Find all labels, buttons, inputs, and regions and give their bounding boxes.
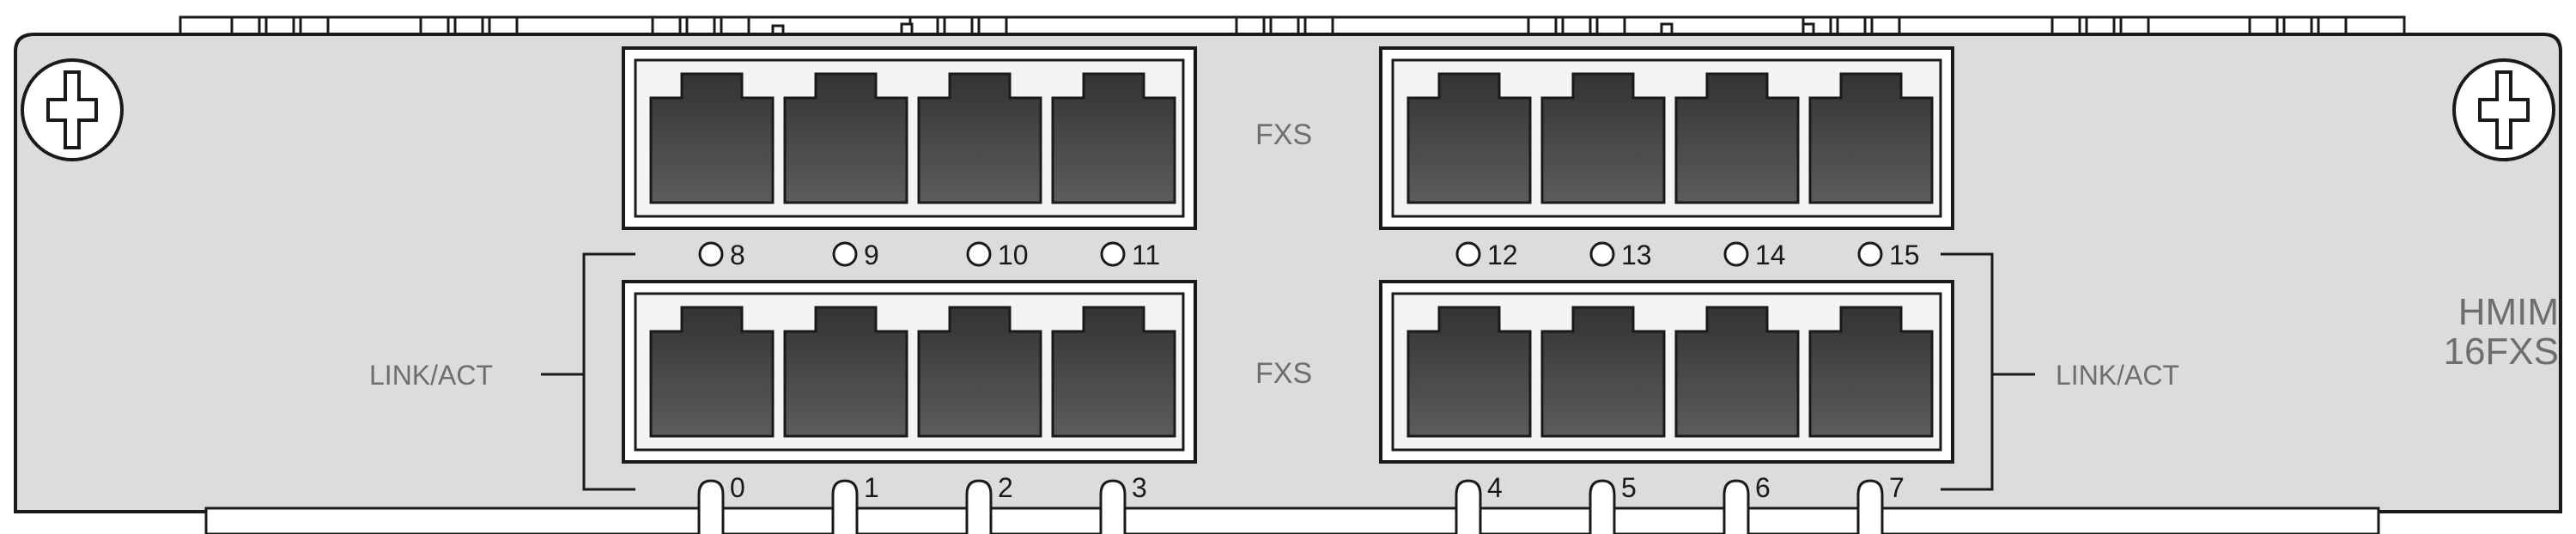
rj11-jack (783, 72, 908, 204)
led-light-pipe (1589, 479, 1616, 534)
port-number-top: 13 (1621, 240, 1652, 270)
left-link-bracket (582, 252, 635, 491)
led-light-pipe (1722, 479, 1750, 534)
port-block-bottom-left (622, 280, 1197, 464)
led-indicator (966, 241, 992, 267)
port-number-top: 15 (1889, 240, 1920, 270)
link-act-label-right: LINK/ACT (2056, 360, 2180, 391)
rj11-jack (1540, 306, 1666, 438)
led-indicator (1857, 241, 1883, 267)
port-number-bottom: 7 (1889, 472, 1905, 503)
rj11-jack (1674, 306, 1800, 438)
rj11-jack (649, 306, 775, 438)
port-number-top: 10 (998, 240, 1029, 270)
rj11-jack (783, 306, 908, 438)
port-number-top: 9 (864, 240, 879, 270)
port-number-bottom: 0 (730, 472, 745, 503)
left-screw-icon (21, 58, 124, 161)
port-number-bottom: 4 (1487, 472, 1503, 503)
led-indicator (1723, 241, 1749, 267)
led-indicator (832, 241, 858, 267)
led-light-pipe (965, 479, 993, 534)
right-link-bracket (1941, 252, 1994, 491)
led-light-pipe (697, 479, 725, 534)
port-block-top-right (1379, 46, 1954, 230)
led-light-pipe (831, 479, 859, 534)
led-indicator (1100, 241, 1126, 267)
link-act-label-left: LINK/ACT (369, 360, 494, 391)
fxs-label-bottom: FXS (1255, 357, 1313, 390)
led-indicator (1589, 241, 1615, 267)
rj11-jack (1406, 306, 1532, 438)
bottom-rail (204, 507, 2380, 534)
led-light-pipe (1856, 479, 1884, 534)
port-block-bottom-right (1379, 280, 1954, 464)
right-screw-icon (2452, 58, 2555, 161)
rj11-jack (1540, 72, 1666, 204)
port-number-top: 14 (1755, 240, 1786, 270)
rj11-jack (917, 306, 1042, 438)
port-block-top-left (622, 46, 1197, 230)
led-indicator (698, 241, 724, 267)
rj11-jack (917, 72, 1042, 204)
port-number-top: 8 (730, 240, 745, 270)
led-light-pipe (1455, 479, 1482, 534)
port-number-bottom: 5 (1621, 472, 1637, 503)
model-name-line2: 16FXS (2443, 331, 2559, 373)
rj11-jack (1808, 306, 1934, 438)
port-number-bottom: 6 (1755, 472, 1771, 503)
port-number-bottom: 1 (864, 472, 879, 503)
faceplate-body (14, 33, 2562, 513)
port-number-top: 11 (1132, 240, 1161, 270)
port-number-bottom: 2 (998, 472, 1013, 503)
rj11-jack (1808, 72, 1934, 204)
rj11-jack (1051, 306, 1176, 438)
rj11-jack (1406, 72, 1532, 204)
rj11-jack (1674, 72, 1800, 204)
port-number-top: 12 (1487, 240, 1518, 270)
port-number-bottom: 3 (1132, 472, 1147, 503)
fxs-label-top: FXS (1255, 118, 1313, 151)
link-act-guide-lines (541, 252, 2035, 491)
rj11-jack (1051, 72, 1176, 204)
led-indicator (1455, 241, 1481, 267)
led-light-pipe (1099, 479, 1127, 534)
rj11-jack (649, 72, 775, 204)
model-name-line1: HMIM (2458, 291, 2559, 333)
